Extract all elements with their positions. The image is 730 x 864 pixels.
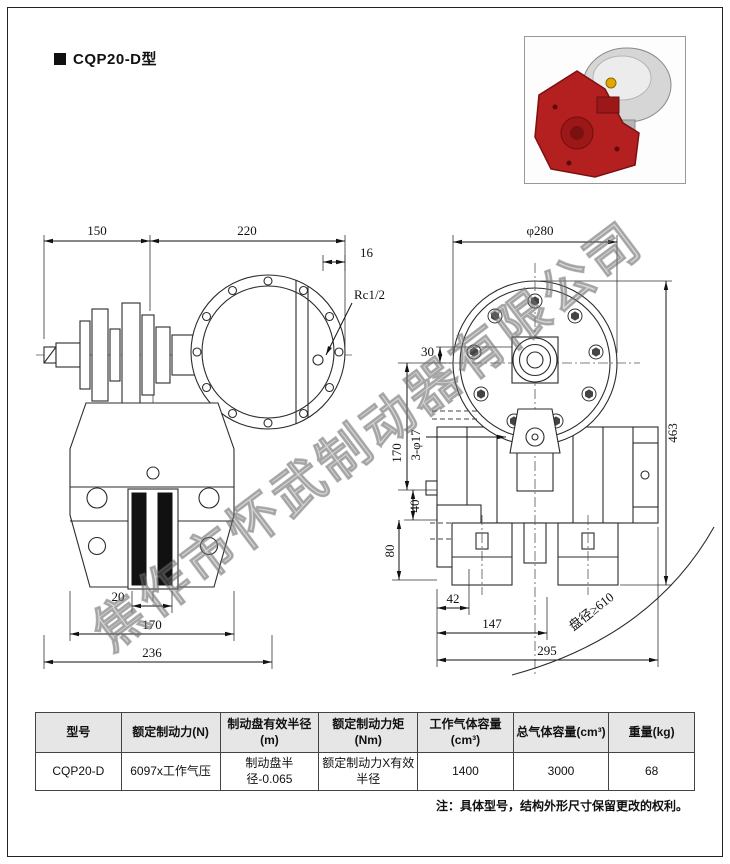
product-photo	[524, 36, 686, 184]
air-chamber	[190, 274, 346, 430]
caliper-block-photo	[596, 96, 620, 114]
cell-total-volume: 3000	[512, 751, 610, 792]
cell-brake-force: 6097x工作气压	[120, 751, 221, 792]
cell-work-volume: 1400	[417, 751, 514, 792]
header-model: 型号	[35, 712, 122, 753]
disc-flange	[436, 263, 640, 675]
dim-170-left: 170	[142, 617, 162, 632]
chamber-bolts	[192, 276, 344, 428]
header-total-volume: 总气体容量(cm³)	[512, 712, 610, 753]
cell-disc-radius: 制动盘半径-0.065	[219, 751, 320, 792]
dim-phi280: φ280	[526, 223, 553, 238]
spec-table: 型号 额定制动力(N) 制动盘有效半径(m) 额定制动力矩(Nm) 工作气体容量…	[35, 712, 695, 792]
bolt-dot-3	[566, 160, 572, 166]
technical-drawings: 150 220 16 Rc1/2 20 170 236	[36, 223, 715, 676]
port-label-rc12: Rc1/2	[354, 287, 385, 302]
header-weight: 重量(kg)	[608, 712, 695, 753]
dim-42: 42	[447, 591, 460, 606]
side-bolt	[425, 480, 438, 496]
chamber-highlight	[592, 55, 652, 101]
dim-463: 463	[665, 423, 680, 443]
cell-brake-torque: 额定制动力X有效半径	[318, 751, 419, 792]
disc-diameter-label: 盘径≥610	[566, 589, 617, 633]
caliper-hub-center	[570, 126, 584, 140]
header-brake-force: 额定制动力(N)	[120, 712, 221, 753]
dim-80: 80	[382, 545, 397, 558]
header-disc-radius: 制动盘有效半径(m)	[219, 712, 320, 753]
dim-20: 20	[112, 589, 125, 604]
cell-model: CQP20-D	[35, 751, 122, 792]
product-photo-art	[534, 47, 672, 178]
header-brake-torque: 额定制动力矩(Nm)	[318, 712, 419, 753]
bolt-dot-2	[614, 146, 620, 152]
dim-295: 295	[537, 643, 557, 658]
disc-edge-arc	[511, 526, 715, 676]
header-work-volume: 工作气体容量(cm³)	[417, 712, 514, 753]
right-view-drawing: φ280 30 3-φ17 170 40 80 42 147	[382, 223, 715, 676]
left-view-drawing: 150 220 16 Rc1/2 20 170 236	[36, 223, 385, 669]
page-border	[7, 7, 723, 857]
dim-236: 236	[142, 645, 162, 660]
air-port-hole	[312, 354, 324, 366]
note-text: 注：具体型号，结构外形尺寸保留更改的权利。	[435, 799, 688, 813]
label-3-phi17: 3-φ17	[408, 429, 423, 461]
dim-30: 30	[421, 344, 434, 359]
dim-147: 147	[482, 616, 502, 631]
brake-pads	[127, 488, 179, 590]
dim-16: 16	[360, 245, 374, 260]
page-title: CQP20-D型	[54, 48, 157, 69]
bolt-dot-1	[552, 104, 558, 110]
dim-170-right: 170	[389, 443, 404, 463]
cell-weight: 68	[608, 751, 695, 792]
spec-table-header-row: 型号 额定制动力(N) 制动盘有效半径(m) 额定制动力矩(Nm) 工作气体容量…	[35, 712, 695, 753]
spec-table-data-row: CQP20-D 6097x工作气压 制动盘半径-0.065 额定制动力X有效半径…	[35, 751, 695, 792]
caliper-body	[69, 402, 235, 590]
front-body	[425, 426, 659, 595]
shaft	[43, 342, 81, 368]
title-text: CQP20-D型	[73, 51, 158, 68]
dim-40: 40	[407, 500, 422, 513]
dim-220: 220	[237, 223, 257, 238]
plate-stack	[79, 302, 199, 408]
dim-150: 150	[87, 223, 107, 238]
pad-assembly-left	[451, 515, 513, 595]
fitting-photo	[605, 77, 617, 89]
pad-assembly-right	[557, 515, 619, 595]
title-bullet-square	[54, 52, 66, 65]
